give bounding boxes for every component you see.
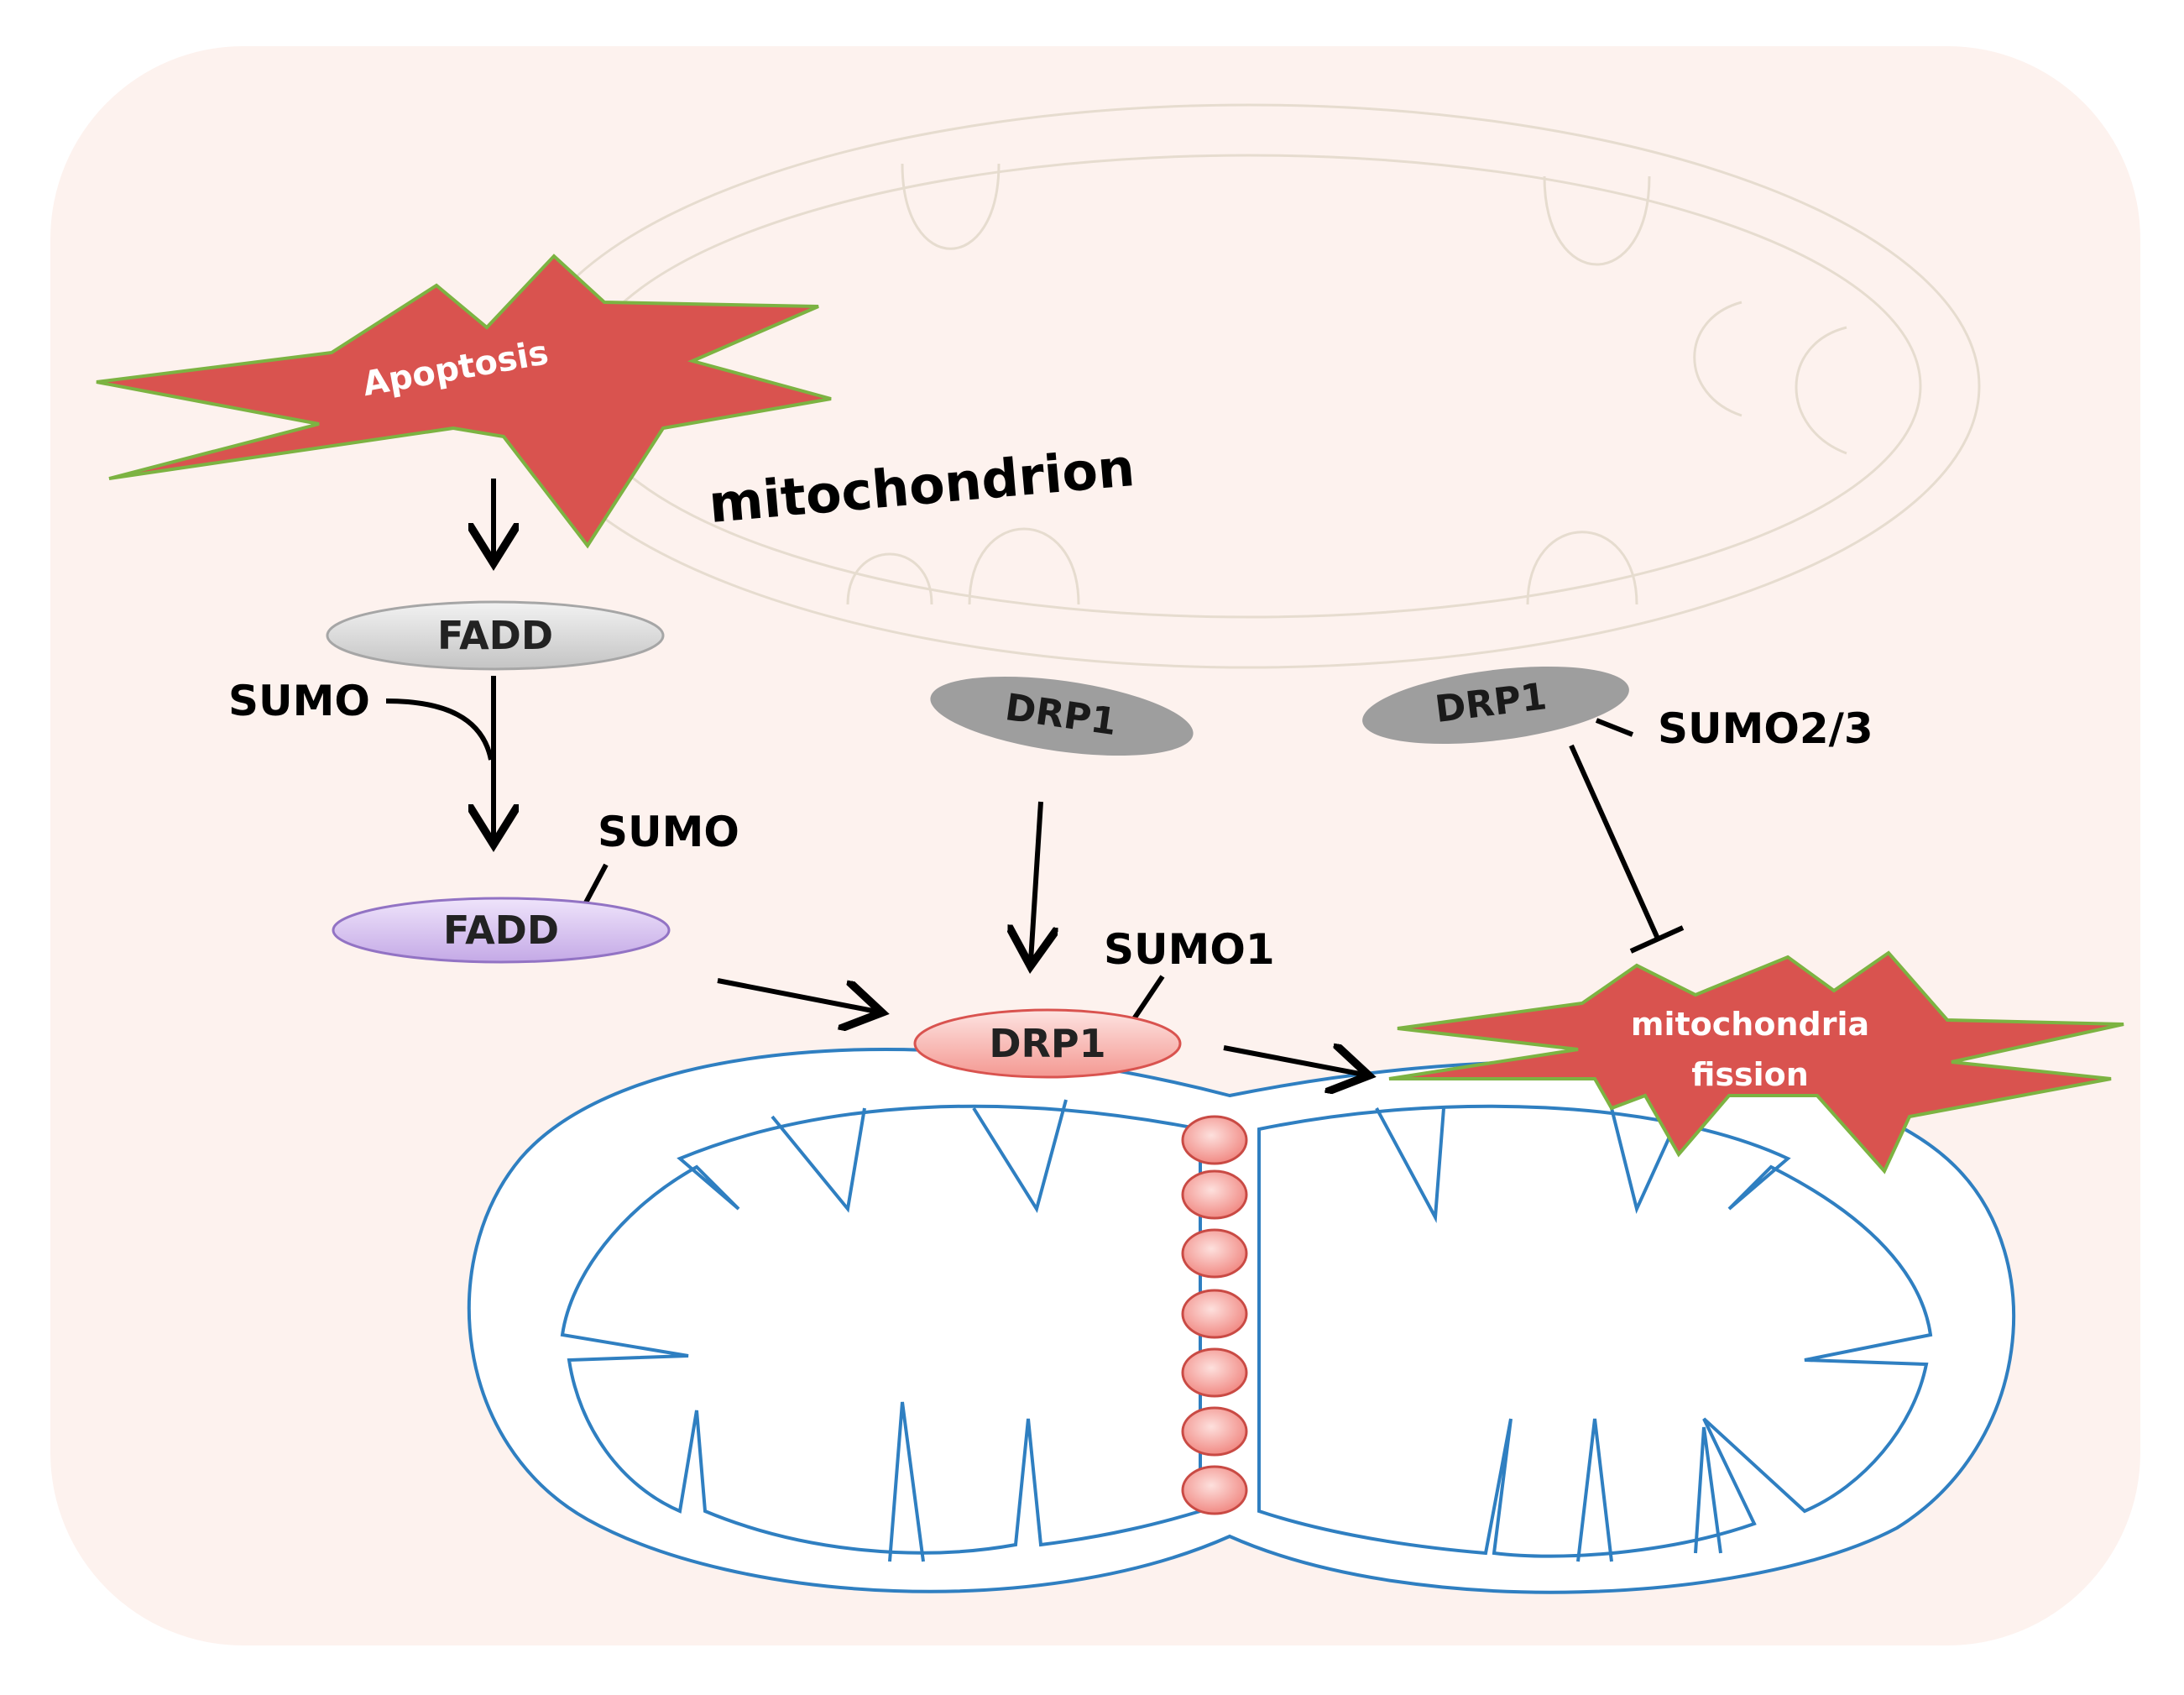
drp1-center-node: DRP1	[930, 676, 1194, 756]
apoptosis-starburst: Apoptosis	[96, 254, 832, 549]
inhibition-drp1-to-fission	[1569, 744, 1685, 954]
sumo-attached-tether	[583, 863, 609, 904]
drp1-bead	[1181, 1228, 1248, 1279]
sumo1-tether	[1131, 975, 1165, 1022]
arrow-drp1-to-membrane	[1031, 801, 1041, 961]
drp1-right-node: DRP1	[1362, 666, 1629, 745]
fission-label-line2: fission	[1691, 1056, 1809, 1093]
sumo-attached-label: SUMO	[598, 808, 739, 856]
drp1-bead	[1181, 1406, 1248, 1457]
fission-starburst: mitochondria fission	[1388, 950, 2124, 1174]
sumo-left-label: SUMO	[228, 677, 370, 725]
drp1-ring-beads	[1181, 1115, 1248, 1515]
arrow-drp1-to-fission	[1223, 1048, 1364, 1075]
drp1-bead	[1181, 1115, 1248, 1165]
drp1-membrane-label: DRP1	[989, 1021, 1105, 1066]
drp1-bead	[1181, 1347, 1248, 1398]
drp1-bead	[1181, 1465, 1248, 1515]
sumoylated-fadd-label: FADD	[443, 908, 559, 953]
sumo-join-curve	[385, 698, 494, 761]
sumo23-tether	[1595, 718, 1634, 737]
sumoylated-fadd-node: FADD	[332, 897, 671, 964]
fadd-node: FADD	[326, 600, 665, 671]
fadd-label: FADD	[437, 613, 553, 658]
drp1-bead	[1181, 1169, 1248, 1220]
fission-label-line1: mitochondria	[1631, 1006, 1869, 1043]
sumo1-label: SUMO1	[1104, 925, 1275, 974]
drp1-membrane-node: DRP1	[913, 1008, 1182, 1079]
sumo23-label: SUMO2/3	[1658, 704, 1873, 753]
drp1-bead	[1181, 1289, 1248, 1339]
arrow-fadd-to-drp1	[717, 978, 877, 1012]
